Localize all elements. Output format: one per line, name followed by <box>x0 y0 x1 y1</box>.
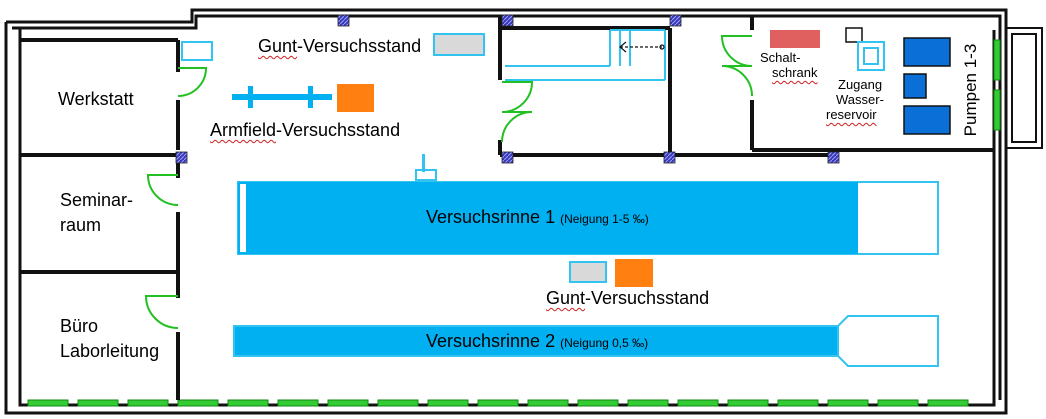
reservoir-label-line2: Wasser- <box>836 92 884 107</box>
cabinet-top-left <box>181 41 213 61</box>
gunt-mid-unit <box>569 261 607 283</box>
channel-1 <box>237 154 939 255</box>
room-office-line2: Laborleitung <box>60 341 160 361</box>
pumps-label: Pumpen 1-3 <box>961 43 980 137</box>
bottom-windows <box>27 399 969 407</box>
gunt-mid-label: Gunt-Versuchsstand <box>546 288 710 308</box>
stair-arrow <box>619 41 665 53</box>
interior-walls <box>20 16 994 400</box>
room-workshop: Werkstatt <box>58 89 134 109</box>
room-seminar-line2: raum <box>60 215 102 235</box>
gunt-top-unit <box>433 33 485 56</box>
gunt-mid-orange <box>615 259 653 287</box>
reservoir-label-line1: Zugang <box>838 77 883 92</box>
channel2-label: Versuchsrinne 2 (Neigung 0,5 ‰) <box>426 331 649 351</box>
small-box <box>845 27 863 43</box>
switch-cabinet-label-line2: schrank <box>772 65 818 80</box>
channel1-label: Versuchsrinne 1 (Neigung 1-5 ‰) <box>426 207 649 227</box>
right-windows <box>993 39 1001 131</box>
reservoir-hatch <box>857 41 885 71</box>
reservoir-label-line3: reservoir <box>826 107 877 122</box>
gunt-top-label: Gunt-Versuchsstand <box>258 36 422 56</box>
staircase <box>505 29 666 81</box>
doors <box>144 35 753 329</box>
columns <box>175 14 840 164</box>
room-seminar-line1: Seminar- <box>60 190 134 210</box>
switch-cabinet-label-line1: Schalt- <box>760 50 801 65</box>
room-office-line1: Büro <box>60 316 99 336</box>
armfield-label: Armfield-Versuchsstand <box>210 120 401 140</box>
switch-cabinet <box>770 30 820 48</box>
exterior-porch <box>1005 27 1043 149</box>
pumps <box>903 37 951 135</box>
channel-2 <box>233 315 939 367</box>
armfield-apparatus <box>232 84 374 112</box>
